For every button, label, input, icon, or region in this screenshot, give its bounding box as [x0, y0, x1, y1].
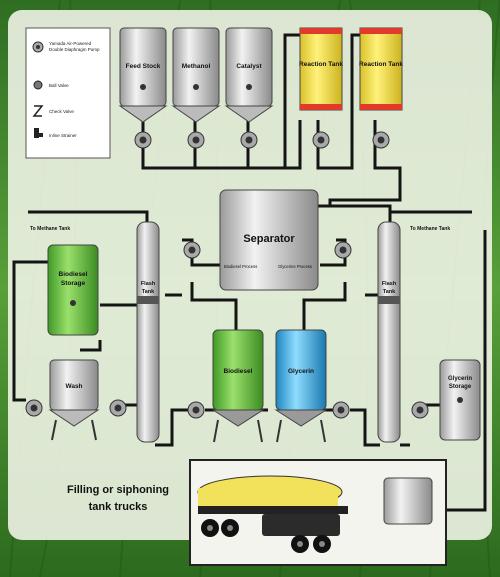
to-methane-tank-left: To Methane Tank — [30, 226, 70, 232]
legend-ball-valve: Ball Valve — [49, 83, 69, 88]
flash-tank-right-label-2: Tank — [383, 289, 396, 295]
wash-tank: Wash — [48, 359, 100, 441]
glycerin-storage-tank: Glycerin Storage — [439, 359, 481, 441]
truck-fill-tank — [383, 477, 433, 525]
biodiesel-tank: Biodiesel — [211, 329, 265, 443]
filling-panel: Filling or siphoning tank trucks — [67, 459, 447, 566]
pump-icon — [240, 131, 258, 149]
separator-tank: Separator Biodiesel Process Glycerine Pr… — [219, 189, 319, 291]
pump-icon — [134, 131, 152, 149]
legend-check-valve: Check Valve — [49, 109, 74, 114]
biodiesel-storage-tank: Biodiesel Storage — [47, 244, 99, 336]
glycerin-storage-label-1: Glycerin — [448, 376, 472, 382]
inline-strainer-icon — [34, 128, 43, 138]
feed-stock-label: Feed Stock — [126, 63, 161, 70]
pump-icon — [109, 399, 127, 417]
flash-tank-right-label-1: Flash — [382, 281, 397, 287]
flash-tank-left: Flash Tank — [136, 221, 160, 443]
biodiesel-storage-label-1: Biodiesel — [59, 271, 88, 278]
pump-icon — [332, 401, 350, 419]
methanol-tank: Methanol — [171, 27, 221, 123]
flash-tank-right: Flash Tank — [377, 221, 401, 443]
reaction-tank-2: Reaction Tank — [359, 27, 403, 111]
pump-icon — [183, 241, 201, 259]
ball-valve-icon — [33, 80, 43, 90]
reaction-tank-1: Reaction Tank — [299, 27, 343, 111]
catalyst-label: Catalyst — [236, 63, 262, 70]
flash-tank-left-label-1: Flash — [141, 281, 156, 287]
pump-icon — [334, 241, 352, 259]
wash-label: Wash — [65, 383, 82, 390]
check-valve-icon — [32, 105, 44, 117]
to-methane-tank-right: To Methane Tank — [410, 226, 450, 232]
biodiesel-label: Biodiesel — [224, 368, 253, 375]
filling-title-line1: Filling or siphoning — [67, 484, 169, 496]
pump-icon — [187, 131, 205, 149]
biodiesel-storage-label-2: Storage — [61, 280, 86, 287]
glycerin-tank: Glycerin — [274, 329, 328, 443]
reaction-tank-2-label: Reaction Tank — [359, 61, 403, 68]
tank-truck — [197, 475, 348, 553]
separator-label: Separator — [243, 233, 295, 245]
pump-icon — [32, 41, 44, 53]
pump-icon — [187, 401, 205, 419]
reaction-tank-1-label: Reaction Tank — [299, 61, 343, 68]
pump-icon — [411, 401, 429, 419]
legend-pump-line1: Yamada Air-Powered — [49, 41, 92, 46]
feed-stock-tank: Feed Stock — [118, 27, 168, 123]
pump-icon — [312, 131, 330, 149]
glycerin-storage-label-2: Storage — [449, 384, 472, 390]
legend-pump-line2: Double Diaphragm Pump — [49, 47, 100, 52]
glycerine-process-label: Glycerine Process — [278, 264, 312, 269]
flash-tank-left-label-2: Tank — [142, 289, 155, 295]
biodiesel-process-label: Biodiesel Process — [224, 264, 257, 269]
glycerin-label: Glycerin — [288, 368, 314, 375]
filling-title-line2: tank trucks — [89, 501, 148, 513]
pump-icon — [25, 399, 43, 417]
pump-icon — [372, 131, 390, 149]
legend-inline-strainer: Inline Strainer — [49, 133, 77, 138]
methanol-label: Methanol — [182, 63, 211, 70]
catalyst-tank: Catalyst — [224, 27, 274, 123]
legend: Yamada Air-Powered Double Diaphragm Pump… — [25, 27, 111, 159]
